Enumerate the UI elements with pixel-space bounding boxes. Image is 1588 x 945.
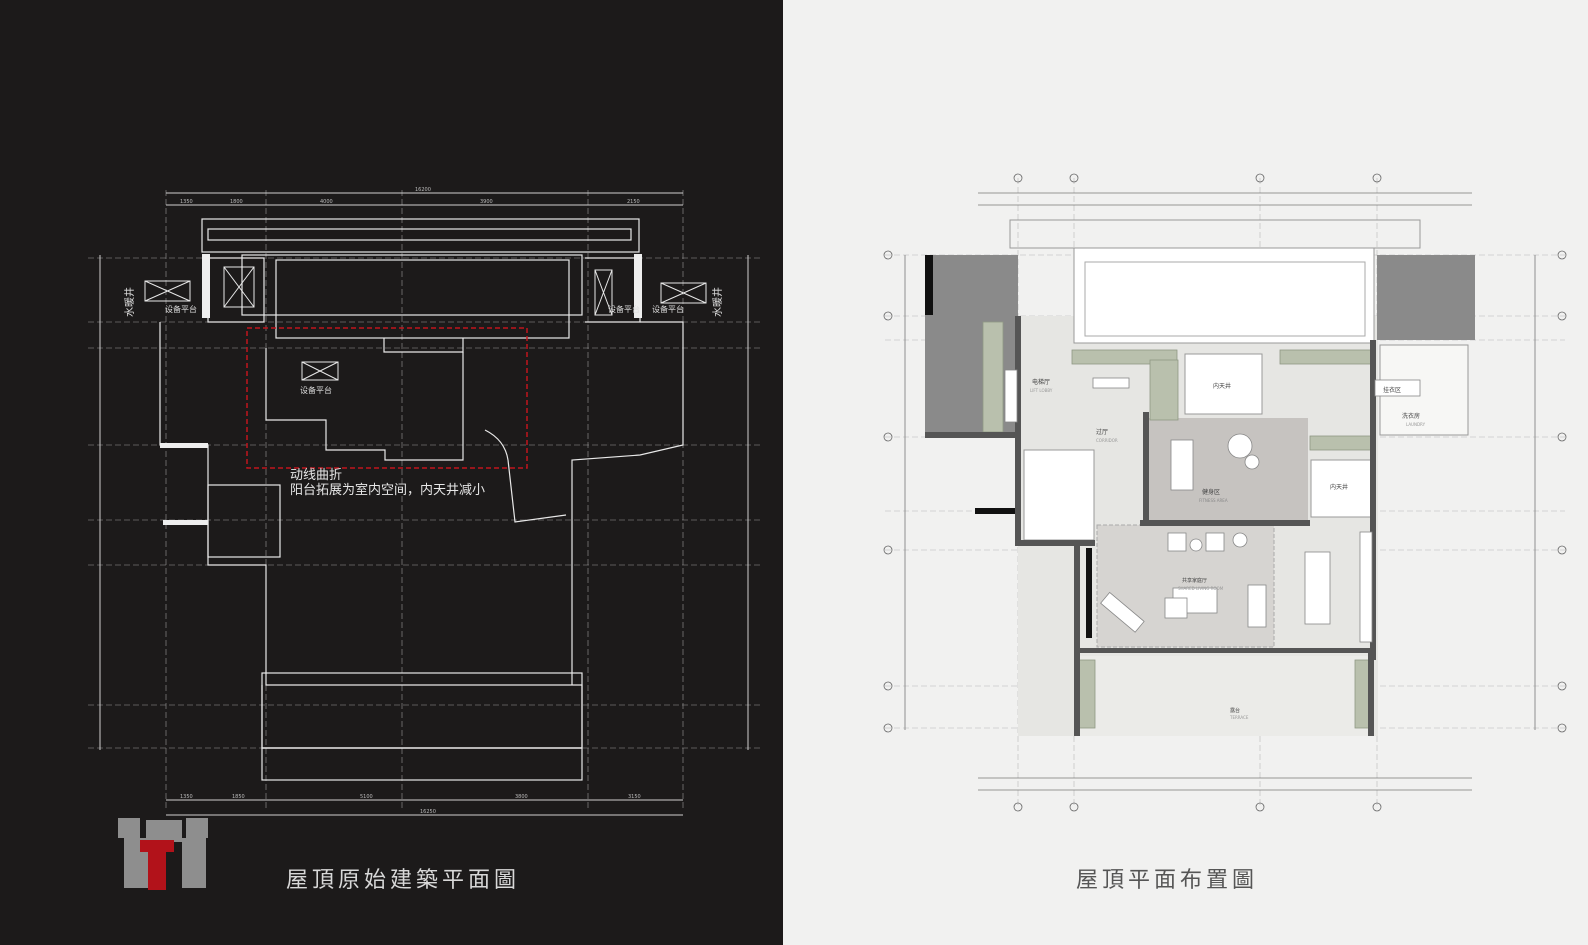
dimension-lines [99, 192, 749, 816]
room-label-fitness-en: FITNESS AREA [1199, 498, 1228, 503]
terrace-floor [1074, 656, 1374, 736]
staircase [1023, 449, 1095, 541]
grid-markers [883, 173, 1567, 812]
dim-top-4: 3900 [480, 199, 493, 205]
room-label-terrace-en: TERRACE [1229, 715, 1249, 720]
room-label-corridor-en: CORRIDOR [1096, 438, 1118, 443]
room-label-living: 共享家庭厅 [1182, 577, 1207, 584]
equipment-area [1377, 255, 1475, 340]
equip-platform-label: 设备平台 [300, 385, 332, 395]
furniture [1004, 369, 1421, 643]
original-plan-title: 屋頂原始建築平面圖 [286, 868, 521, 893]
annotation-line-1: 动线曲折 [290, 468, 343, 483]
annotation-note: 动线曲折 阳台拓展为室内空间，内天井减小 [290, 468, 485, 498]
equip-platform-label: 设备平台 [608, 304, 640, 314]
courtyard-1 [1184, 353, 1263, 415]
dim-bottom-total: 16250 [420, 809, 436, 815]
equip-platform-label: 设备平台 [165, 304, 197, 314]
courtyard-2 [1310, 459, 1372, 518]
room-label-corridor: 过厅 [1096, 428, 1108, 436]
room-label-lift-lobby-en: LIFT LOBBY [1030, 388, 1053, 393]
dim-bottom-1: 1350 [180, 794, 193, 800]
original-floor-plan: 1350 1800 4000 3900 2150 16200 1350 1850… [88, 187, 760, 890]
room-label-laundry-en: LAUNDRY [1406, 422, 1426, 427]
dim-bottom-2: 1850 [232, 794, 245, 800]
equip-platform-label: 设备平台 [652, 304, 684, 314]
water-shaft-label: 水暖井 [123, 287, 136, 317]
original-plan-panel [0, 0, 783, 945]
room-label-lift-lobby: 电梯厅 [1032, 378, 1050, 386]
room-label-courtyard: 内天井 [1213, 382, 1231, 390]
equipment-boxes [144, 266, 707, 381]
dimension-lines [904, 192, 1536, 791]
key-plan [118, 818, 208, 890]
dim-bottom-4: 3800 [515, 794, 528, 800]
room-label-terrace: 露台 [1230, 707, 1240, 714]
room-label-laundry: 洗衣房 [1402, 412, 1420, 420]
room-label-courtyard: 内天井 [1330, 483, 1348, 491]
walls [925, 316, 1376, 736]
dim-bottom-3: 5100 [360, 794, 373, 800]
room-label-cloak: 挂衣区 [1383, 386, 1401, 394]
room-label-fitness: 健身区 [1202, 488, 1220, 496]
highlight-zone [246, 327, 528, 469]
dim-top-1: 1350 [180, 199, 193, 205]
dim-top-5: 2150 [627, 199, 640, 205]
dim-top-2: 1800 [230, 199, 243, 205]
dim-top-total: 16200 [415, 187, 431, 193]
equipment-area [925, 255, 1018, 435]
dim-top-3: 4000 [320, 199, 333, 205]
water-shaft-label: 水暖井 [711, 287, 724, 317]
dim-bottom-5: 3150 [628, 794, 641, 800]
room-label-living-en: SHARED LIVING ROOM [1178, 586, 1224, 591]
layout-plan-title: 屋頂平面布置圖 [1076, 868, 1259, 893]
annotation-line-2: 阳台拓展为室内空间，内天井减小 [290, 483, 486, 498]
